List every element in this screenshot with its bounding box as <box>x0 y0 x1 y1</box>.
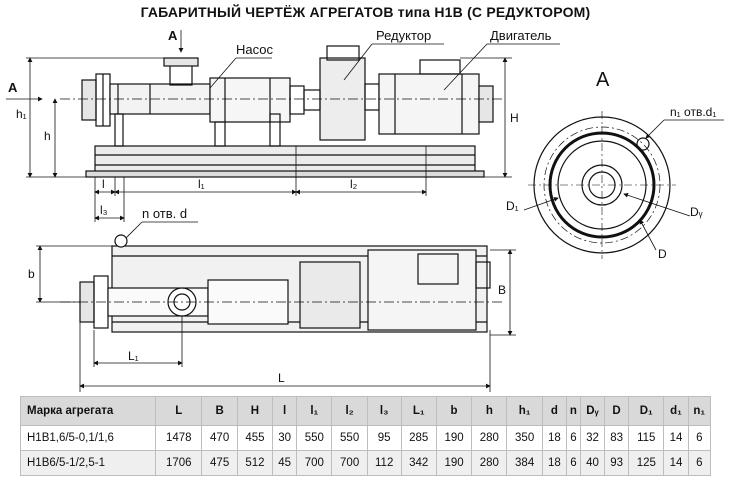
dim-L1: L₁ <box>128 349 139 363</box>
table-cell: 95 <box>366 425 402 451</box>
dim-h: h <box>44 129 51 143</box>
arrow-label-left: A <box>8 80 18 95</box>
table-cell: 285 <box>400 425 437 451</box>
table-cell: 342 <box>400 450 437 476</box>
table-cell: 280 <box>471 450 508 476</box>
table-cell: 455 <box>236 425 274 451</box>
dim-H: H <box>510 111 519 125</box>
table-header: h <box>471 396 508 426</box>
table-cell: 93 <box>604 450 630 476</box>
table-cell: 512 <box>236 450 274 476</box>
label-motor: Двигатель <box>490 28 552 43</box>
table-cell: Н1В6/5-1/2,5-1 <box>20 450 156 476</box>
table-cell: 190 <box>435 425 473 451</box>
table-header: h₁ <box>506 396 543 426</box>
table-cell: 6 <box>687 425 712 451</box>
front-view <box>60 45 505 178</box>
dimensions-table: Марка агрегата L B H l l₁ l₂ l₃ L₁ b h h… <box>20 396 712 476</box>
table-header: l₁ <box>296 396 333 426</box>
table-cell: Н1В1,6/5-0,1/1,6 <box>20 425 156 451</box>
table-cell: 125 <box>628 450 665 476</box>
table-header: d <box>541 396 567 426</box>
dimensions-table-wrap: Марка агрегата L B H l l₁ l₂ l₃ L₁ b h h… <box>20 396 712 476</box>
arrow-label-top: A <box>168 28 178 43</box>
table-cell: 112 <box>366 450 402 476</box>
table-cell: 18 <box>541 450 567 476</box>
plan-view <box>60 234 505 333</box>
table-cell: 14 <box>663 425 689 451</box>
table-header: L <box>154 396 203 426</box>
table-header: Dᵧ <box>579 396 606 426</box>
table-cell: 18 <box>541 425 567 451</box>
table-cell: 350 <box>506 425 543 451</box>
table-cell: 6 <box>565 450 581 476</box>
label-flange-holes: n₁ отв.d₁ <box>670 105 716 119</box>
plan-dimensions <box>36 221 516 392</box>
table-cell: 475 <box>201 450 238 476</box>
table-header: n <box>565 396 581 426</box>
dim-Dy: Dᵧ <box>690 205 703 219</box>
table-cell: 40 <box>579 450 606 476</box>
table-header: D <box>604 396 630 426</box>
dim-D1: D₁ <box>506 199 519 213</box>
table-header: l₃ <box>366 396 402 426</box>
dim-D: D <box>658 247 667 261</box>
drawing-title: ГАБАРИТНЫЙ ЧЕРТЁЖ АГРЕГАТОВ типа Н1В (С … <box>140 4 591 20</box>
label-reducer: Редуктор <box>376 28 431 43</box>
table-cell: 550 <box>296 425 333 451</box>
flange-view <box>528 111 676 259</box>
table-header: l₂ <box>331 396 368 426</box>
table-cell: 6 <box>565 425 581 451</box>
dim-h1: h₁ <box>16 107 27 121</box>
table-header: b <box>435 396 473 426</box>
table-header: d₁ <box>663 396 689 426</box>
table-cell: 32 <box>579 425 606 451</box>
dim-l: l <box>102 177 105 191</box>
table-cell: 190 <box>435 450 473 476</box>
table-cell: 14 <box>663 450 689 476</box>
dim-l2: l₂ <box>350 177 358 191</box>
flange-dimensions <box>523 119 724 251</box>
dim-b: b <box>28 267 35 281</box>
table-header: Марка агрегата <box>20 396 156 426</box>
table-row: Н1В6/5-1/2,5-1 1706 475 512 45 700 700 1… <box>20 450 712 476</box>
dim-l3: l₃ <box>100 203 108 217</box>
table-header-row: Марка агрегата L B H l l₁ l₂ l₃ L₁ b h h… <box>20 396 712 426</box>
table-header: B <box>201 396 238 426</box>
view-a-label: A <box>596 69 610 91</box>
table-cell: 115 <box>628 425 665 451</box>
table-cell: 1478 <box>154 425 203 451</box>
technical-drawing: A A A Насос Редуктор Двигатель n отв. d … <box>6 28 724 392</box>
table-cell: 1706 <box>154 450 203 476</box>
label-holes: n отв. d <box>142 206 187 221</box>
table-cell: 700 <box>331 450 368 476</box>
table-header: n₁ <box>687 396 712 426</box>
dim-l1: l₁ <box>198 177 205 191</box>
label-pump: Насос <box>236 42 273 57</box>
table-cell: 280 <box>471 425 508 451</box>
table-cell: 6 <box>687 450 712 476</box>
table-cell: 384 <box>506 450 543 476</box>
front-dimensions <box>6 30 560 222</box>
table-cell: 83 <box>604 425 630 451</box>
table-cell: 550 <box>331 425 368 451</box>
table-header: l <box>272 396 298 426</box>
table-cell: 700 <box>296 450 333 476</box>
dim-B: B <box>498 283 506 297</box>
table-cell: 30 <box>272 425 298 451</box>
table-cell: 45 <box>272 450 298 476</box>
dim-L: L <box>278 371 285 385</box>
table-header: L₁ <box>400 396 437 426</box>
table-cell: 470 <box>201 425 238 451</box>
table-row: Н1В1,6/5-0,1/1,6 1478 470 455 30 550 550… <box>20 425 712 451</box>
table-header: D₁ <box>628 396 665 426</box>
table-header: H <box>236 396 274 426</box>
